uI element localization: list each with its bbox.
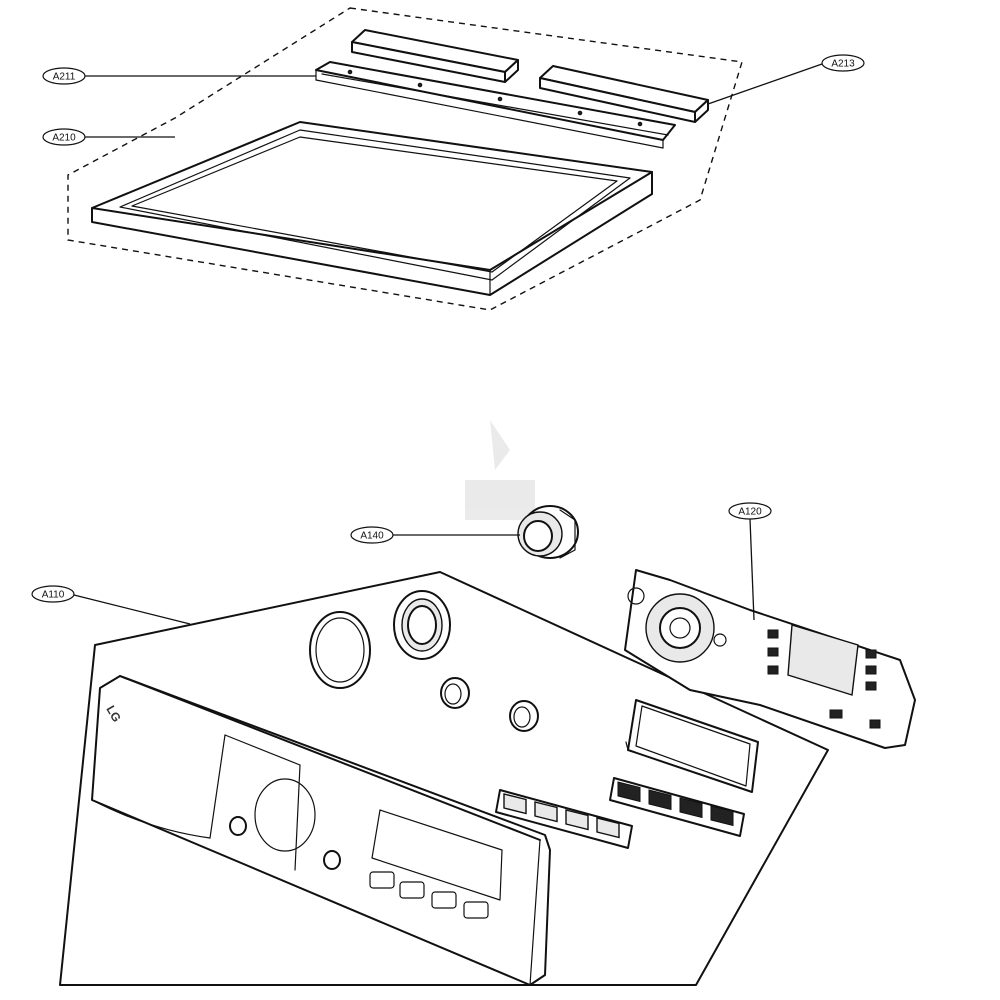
part-a210-top-frame [91, 121, 653, 296]
small-knob-left [440, 677, 470, 709]
upper-group-boundary [67, 7, 743, 311]
upper-assembly-group [67, 7, 743, 311]
part-a213-bracket [539, 65, 709, 123]
callout-a210: A210 [42, 128, 175, 146]
button-strip-right [609, 777, 745, 837]
callout-a140-label: A140 [360, 531, 384, 542]
callout-a213-label: A213 [831, 59, 855, 70]
part-a140-knob [517, 505, 579, 559]
callout-a120-label: A120 [738, 507, 762, 518]
knob-ring-left [309, 611, 371, 689]
part-a110-control-panel: LG [91, 675, 551, 986]
callout-a213: A213 [707, 54, 865, 105]
callout-a140: A140 [350, 526, 520, 544]
callout-a110: A110 [31, 585, 191, 625]
callout-a211: A211 [42, 67, 316, 85]
knob-ring-right [393, 590, 451, 660]
small-knob-right [509, 700, 539, 732]
button-strip-left [495, 789, 633, 849]
bracket-left [351, 29, 519, 83]
part-a120-control-board [624, 569, 916, 749]
callout-a210-label: A210 [52, 133, 76, 144]
watermark-logo [465, 420, 535, 520]
display-window [625, 699, 759, 793]
lower-group-boundary [59, 571, 829, 986]
callout-a110-label: A110 [42, 590, 65, 601]
part-a211-rail [315, 61, 676, 149]
callout-a211-label: A211 [53, 72, 76, 83]
callout-a120: A120 [728, 502, 772, 621]
